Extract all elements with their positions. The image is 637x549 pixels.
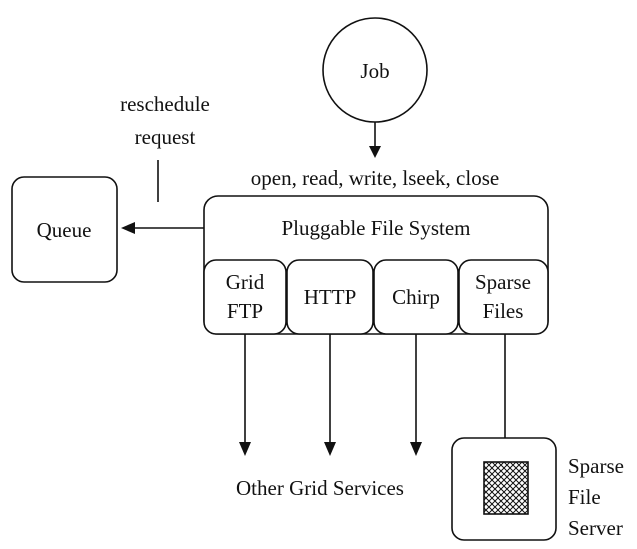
gridftp-line-1: Grid [226, 270, 265, 294]
gridftp-module: Grid FTP [203, 259, 287, 335]
http-label: HTTP [304, 285, 357, 309]
chirp-module: Chirp [373, 259, 459, 335]
server-label-line-3: Server [568, 516, 623, 540]
sparse-file-server-label: Sparse File Server [568, 454, 624, 540]
sparse-files-line-2: Files [483, 299, 524, 323]
server-label-line-1: Sparse [568, 454, 624, 478]
sparse-files-line-1: Sparse [475, 270, 531, 294]
reschedule-line-2: request [135, 125, 196, 149]
syscalls-label: open, read, write, lseek, close [251, 166, 499, 190]
queue-label: Queue [37, 218, 92, 242]
server-label-line-2: File [568, 485, 601, 509]
reschedule-request-label: reschedule request [120, 92, 210, 202]
other-grid-services-label: Other Grid Services [236, 476, 404, 500]
reschedule-line-1: reschedule [120, 92, 210, 116]
job-label: Job [360, 59, 389, 83]
pfs-label: Pluggable File System [282, 216, 471, 240]
gridftp-to-services-arrow [239, 334, 251, 456]
chirp-label: Chirp [392, 285, 440, 309]
chirp-to-services-arrow [410, 334, 422, 456]
http-to-services-arrow [324, 334, 336, 456]
storage-hatch-icon [483, 461, 529, 515]
sparse-files-module: Sparse Files [458, 259, 549, 335]
sparse-file-server-node [451, 437, 557, 541]
http-module: HTTP [286, 259, 374, 335]
job-to-pfs-arrow [369, 122, 381, 158]
gridftp-line-2: FTP [227, 299, 263, 323]
pfs-to-queue-arrow [121, 222, 204, 234]
job-node: Job [322, 17, 428, 123]
queue-node: Queue [11, 176, 118, 283]
